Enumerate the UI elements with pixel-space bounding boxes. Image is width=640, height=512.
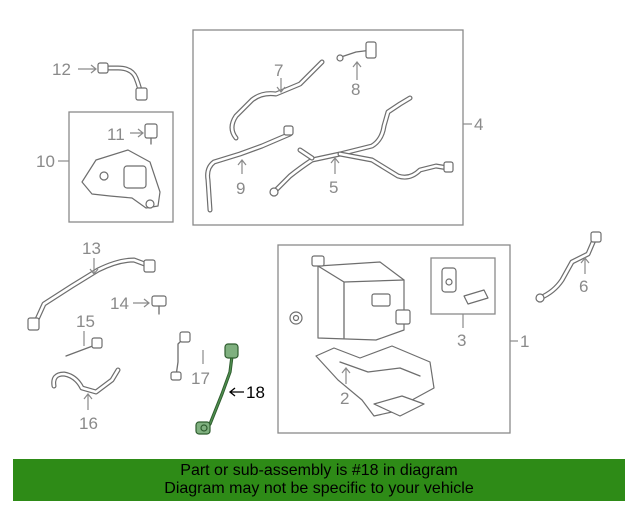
group-box-10 — [68, 111, 174, 223]
leader-7 — [276, 78, 286, 93]
leader-6 — [580, 257, 590, 274]
part-5-tube[interactable] — [269, 95, 454, 197]
part-3-fitting[interactable] — [441, 267, 489, 305]
callout-18: 18 — [246, 383, 265, 402]
part-15-connector[interactable] — [65, 337, 103, 357]
callout-13: 13 — [82, 239, 101, 258]
group-box-4 — [192, 29, 464, 226]
leader-16 — [83, 393, 93, 410]
leader-12 — [78, 64, 97, 74]
parts-diagram: 12 11 10 4 7 8 9 — [27, 29, 602, 435]
callout-17: 17 — [191, 369, 210, 388]
part-17-sensor[interactable] — [170, 331, 191, 381]
notice-line-disclaimer: Diagram may not be specific to your vehi… — [164, 480, 474, 497]
callout-5: 5 — [329, 178, 338, 197]
callout-16: 16 — [79, 414, 98, 433]
part-14-sensor[interactable] — [151, 295, 167, 315]
part-12-hose[interactable] — [97, 62, 148, 101]
part-7-tube[interactable] — [229, 59, 325, 141]
leader-8 — [352, 61, 362, 80]
leader-5 — [330, 157, 340, 174]
callout-11: 11 — [107, 125, 125, 144]
leader-18 — [228, 387, 244, 397]
callout-12: 12 — [52, 60, 71, 79]
part-10-bracket[interactable] — [81, 149, 161, 209]
callout-4: 4 — [474, 115, 483, 134]
callout-2: 2 — [340, 389, 349, 408]
leader-2 — [341, 367, 351, 384]
callout-10: 10 — [36, 152, 55, 171]
notice-line-part: Part or sub-assembly is #18 in diagram — [180, 462, 458, 479]
leader-11 — [130, 128, 144, 138]
group-box-3 — [430, 257, 496, 315]
part-9-tube[interactable] — [205, 125, 294, 213]
callout-9: 9 — [236, 179, 245, 198]
leader-9 — [237, 159, 247, 174]
part-16-hose[interactable] — [51, 367, 121, 395]
callout-1: 1 — [520, 332, 529, 351]
part-18-oxygen-sensor[interactable] — [195, 343, 239, 435]
part-6-tube[interactable] — [535, 231, 602, 303]
callout-7: 7 — [274, 61, 283, 80]
group-box-1 — [277, 244, 511, 434]
callout-6: 6 — [579, 277, 588, 296]
part-8-fitting[interactable] — [336, 41, 377, 62]
part-2-shield[interactable] — [315, 345, 435, 417]
callout-3: 3 — [457, 331, 466, 350]
part-notice-banner: Part or sub-assembly is #18 in diagram D… — [13, 459, 625, 501]
leader-13 — [89, 258, 99, 275]
part-1-canister[interactable] — [289, 255, 411, 341]
part-13-hose[interactable] — [27, 257, 156, 331]
callout-15: 15 — [76, 312, 95, 331]
callout-14: 14 — [110, 294, 129, 313]
leader-14 — [133, 298, 150, 308]
callout-8: 8 — [351, 80, 360, 99]
part-11-valve[interactable] — [144, 123, 158, 145]
